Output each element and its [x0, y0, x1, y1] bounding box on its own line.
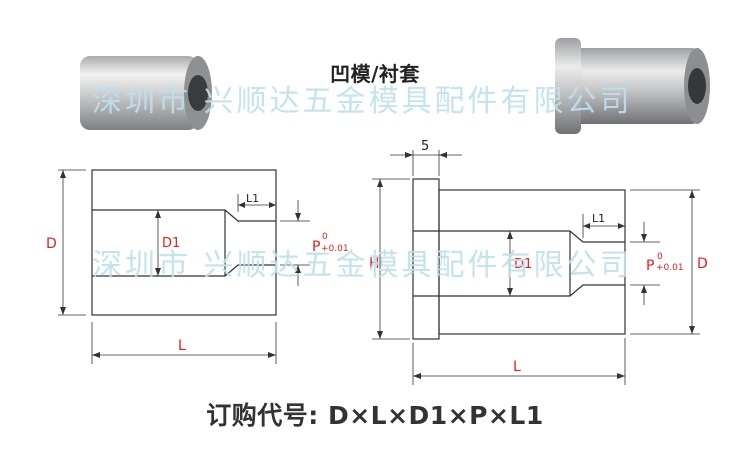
- left-label-D: D: [46, 236, 57, 252]
- right-label-D: D: [697, 256, 708, 272]
- left-tol-upper: 0: [322, 232, 328, 242]
- left-label-L: L: [178, 338, 186, 354]
- right-label-L1: L1: [592, 212, 605, 225]
- left-label-P: P: [312, 239, 320, 255]
- right-bore-d1-bottom: [413, 284, 625, 297]
- right-label-5: 5: [421, 139, 429, 154]
- left-body-outline: [91, 169, 277, 316]
- watermark-middle: 深圳市 兴顺达五金模具配件有限公司: [92, 248, 633, 283]
- right-tol-upper: 0: [657, 252, 663, 262]
- left-label-L1: L1: [246, 192, 259, 205]
- right-tol-lower: +0.01: [656, 263, 684, 273]
- right-label-L: L: [513, 359, 521, 375]
- right-bore-d1: [413, 230, 625, 243]
- right-label-D1: D1: [514, 257, 532, 272]
- right-label-H: H: [369, 256, 380, 272]
- order-code: 订购代号: D×L×D1×P×L1: [206, 401, 544, 430]
- left-bore-d1-bottom: [92, 264, 276, 277]
- left-label-D1: D1: [162, 236, 180, 251]
- product-title: 凹模/衬套: [330, 62, 420, 86]
- right-body-outline: [438, 189, 626, 335]
- right-label-P: P: [646, 258, 654, 274]
- left-tol-lower: +0.01: [321, 244, 349, 254]
- watermark-top: 深圳市 兴顺达五金模具配件有限公司: [92, 84, 633, 119]
- left-bore-d1: [92, 209, 276, 222]
